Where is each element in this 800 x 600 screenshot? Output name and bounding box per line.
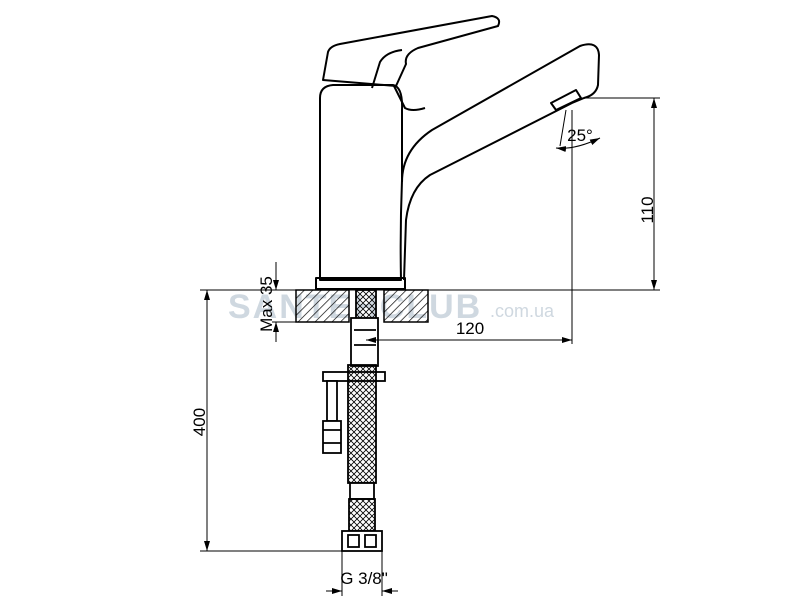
faucet-spout [401,43,600,281]
hose-connector [350,317,379,367]
lower-crimp [349,482,375,500]
handle-bevel [371,49,403,89]
dimension-labels: 110 120 Max 35 400 G 3/8" 25° [190,126,657,588]
threaded-stud [355,289,377,321]
dim-hose-length: 400 [190,408,209,436]
faucet-column [319,84,404,281]
dim-aerator-angle: 25° [567,126,593,145]
mounting-assembly [322,289,386,552]
mounting-bolt [326,380,338,422]
dim-thread: G 3/8" [340,569,388,588]
faucet-base-flange [315,277,406,290]
countertop-section [295,289,429,323]
bolt-nut [322,420,342,454]
braided-hose [347,364,377,484]
dim-max-thickness: Max 35 [257,276,276,332]
faucet-handle [322,15,501,87]
dim-spout-height: 110 [638,196,657,223]
dimension-lines [200,97,660,596]
dim-spout-reach: 120 [456,319,484,338]
lower-fitting [348,498,376,532]
faucet-body [315,15,600,290]
watermark-domain: .com.ua [490,301,555,321]
handle-front [393,85,426,111]
